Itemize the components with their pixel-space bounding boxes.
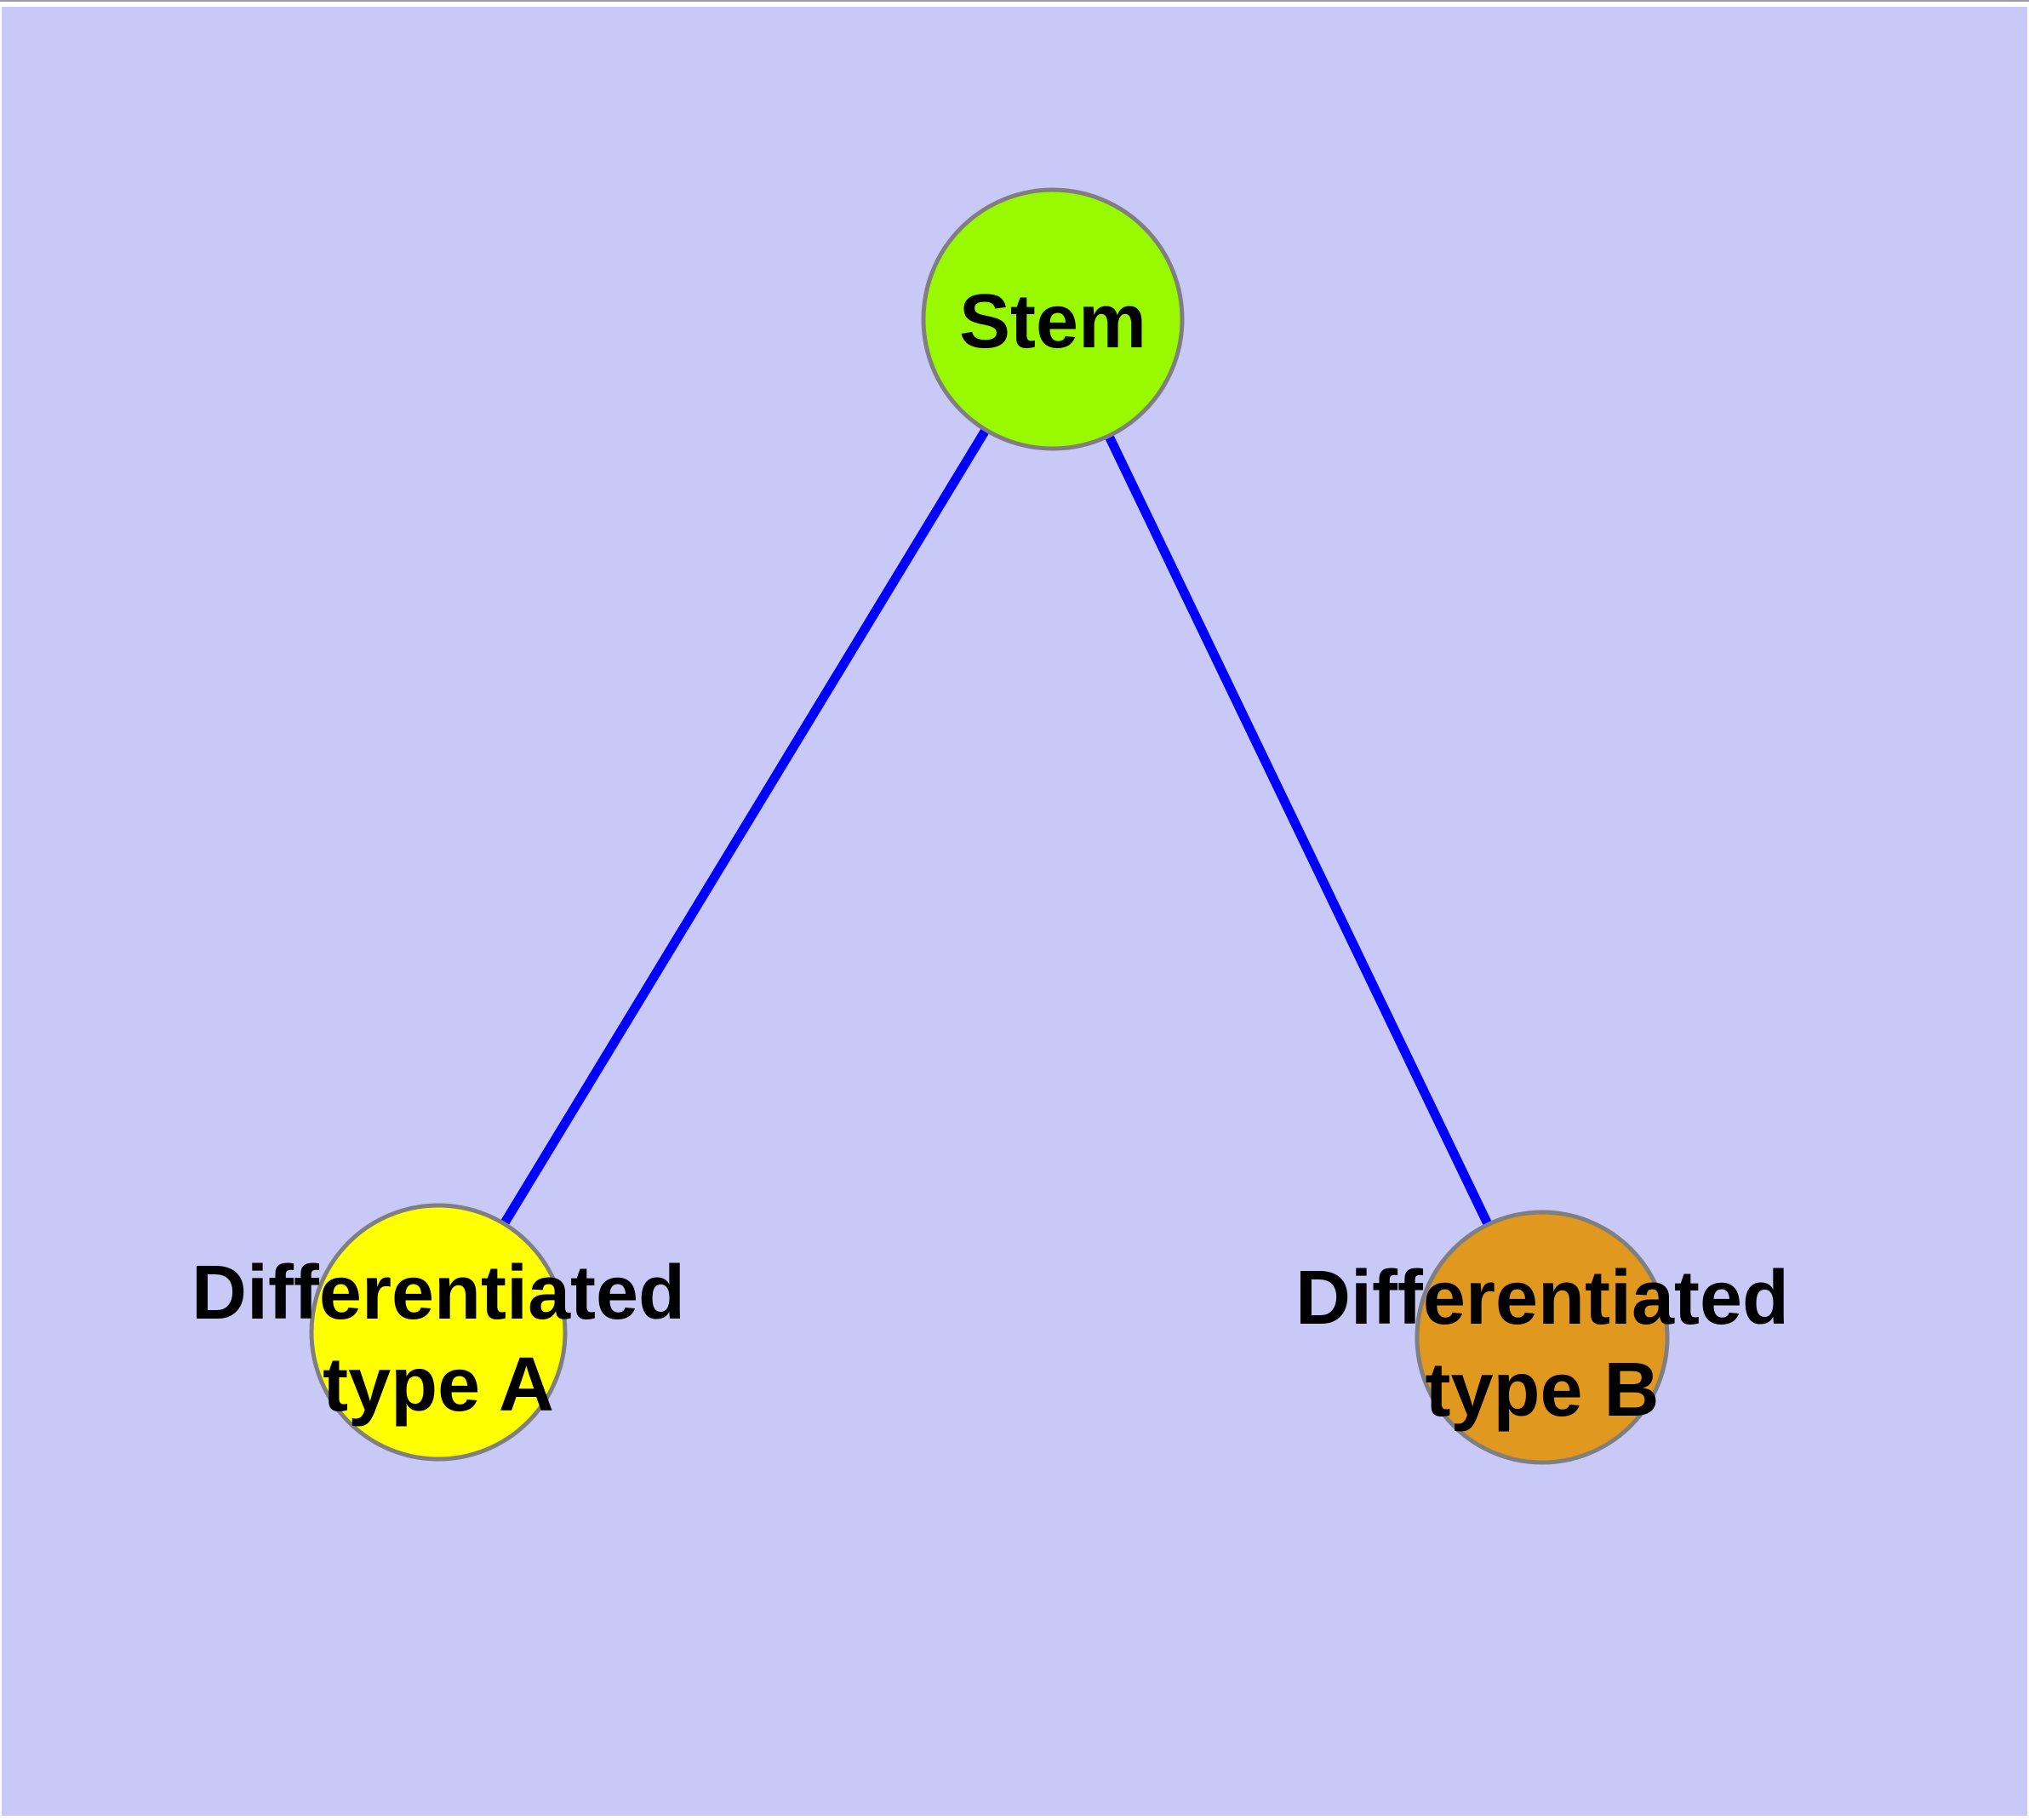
node-stem-label: Stem [959, 279, 1146, 364]
edge-stem-to-type-a [433, 314, 1058, 1337]
top-hairline [0, 0, 2029, 2]
node-type-b-label-line1: Differentiated [1295, 1256, 1789, 1341]
node-differentiated-type-b [1415, 1210, 1670, 1465]
node-type-b-label-line2: type B [1425, 1348, 1659, 1433]
node-type-a-label-line1: Differentiated [191, 1251, 685, 1336]
node-type-a-label-line2: type A [323, 1342, 554, 1428]
node-stem [921, 187, 1185, 451]
node-differentiated-type-a [309, 1203, 568, 1462]
edge-stem-to-type-b [1048, 314, 1547, 1342]
